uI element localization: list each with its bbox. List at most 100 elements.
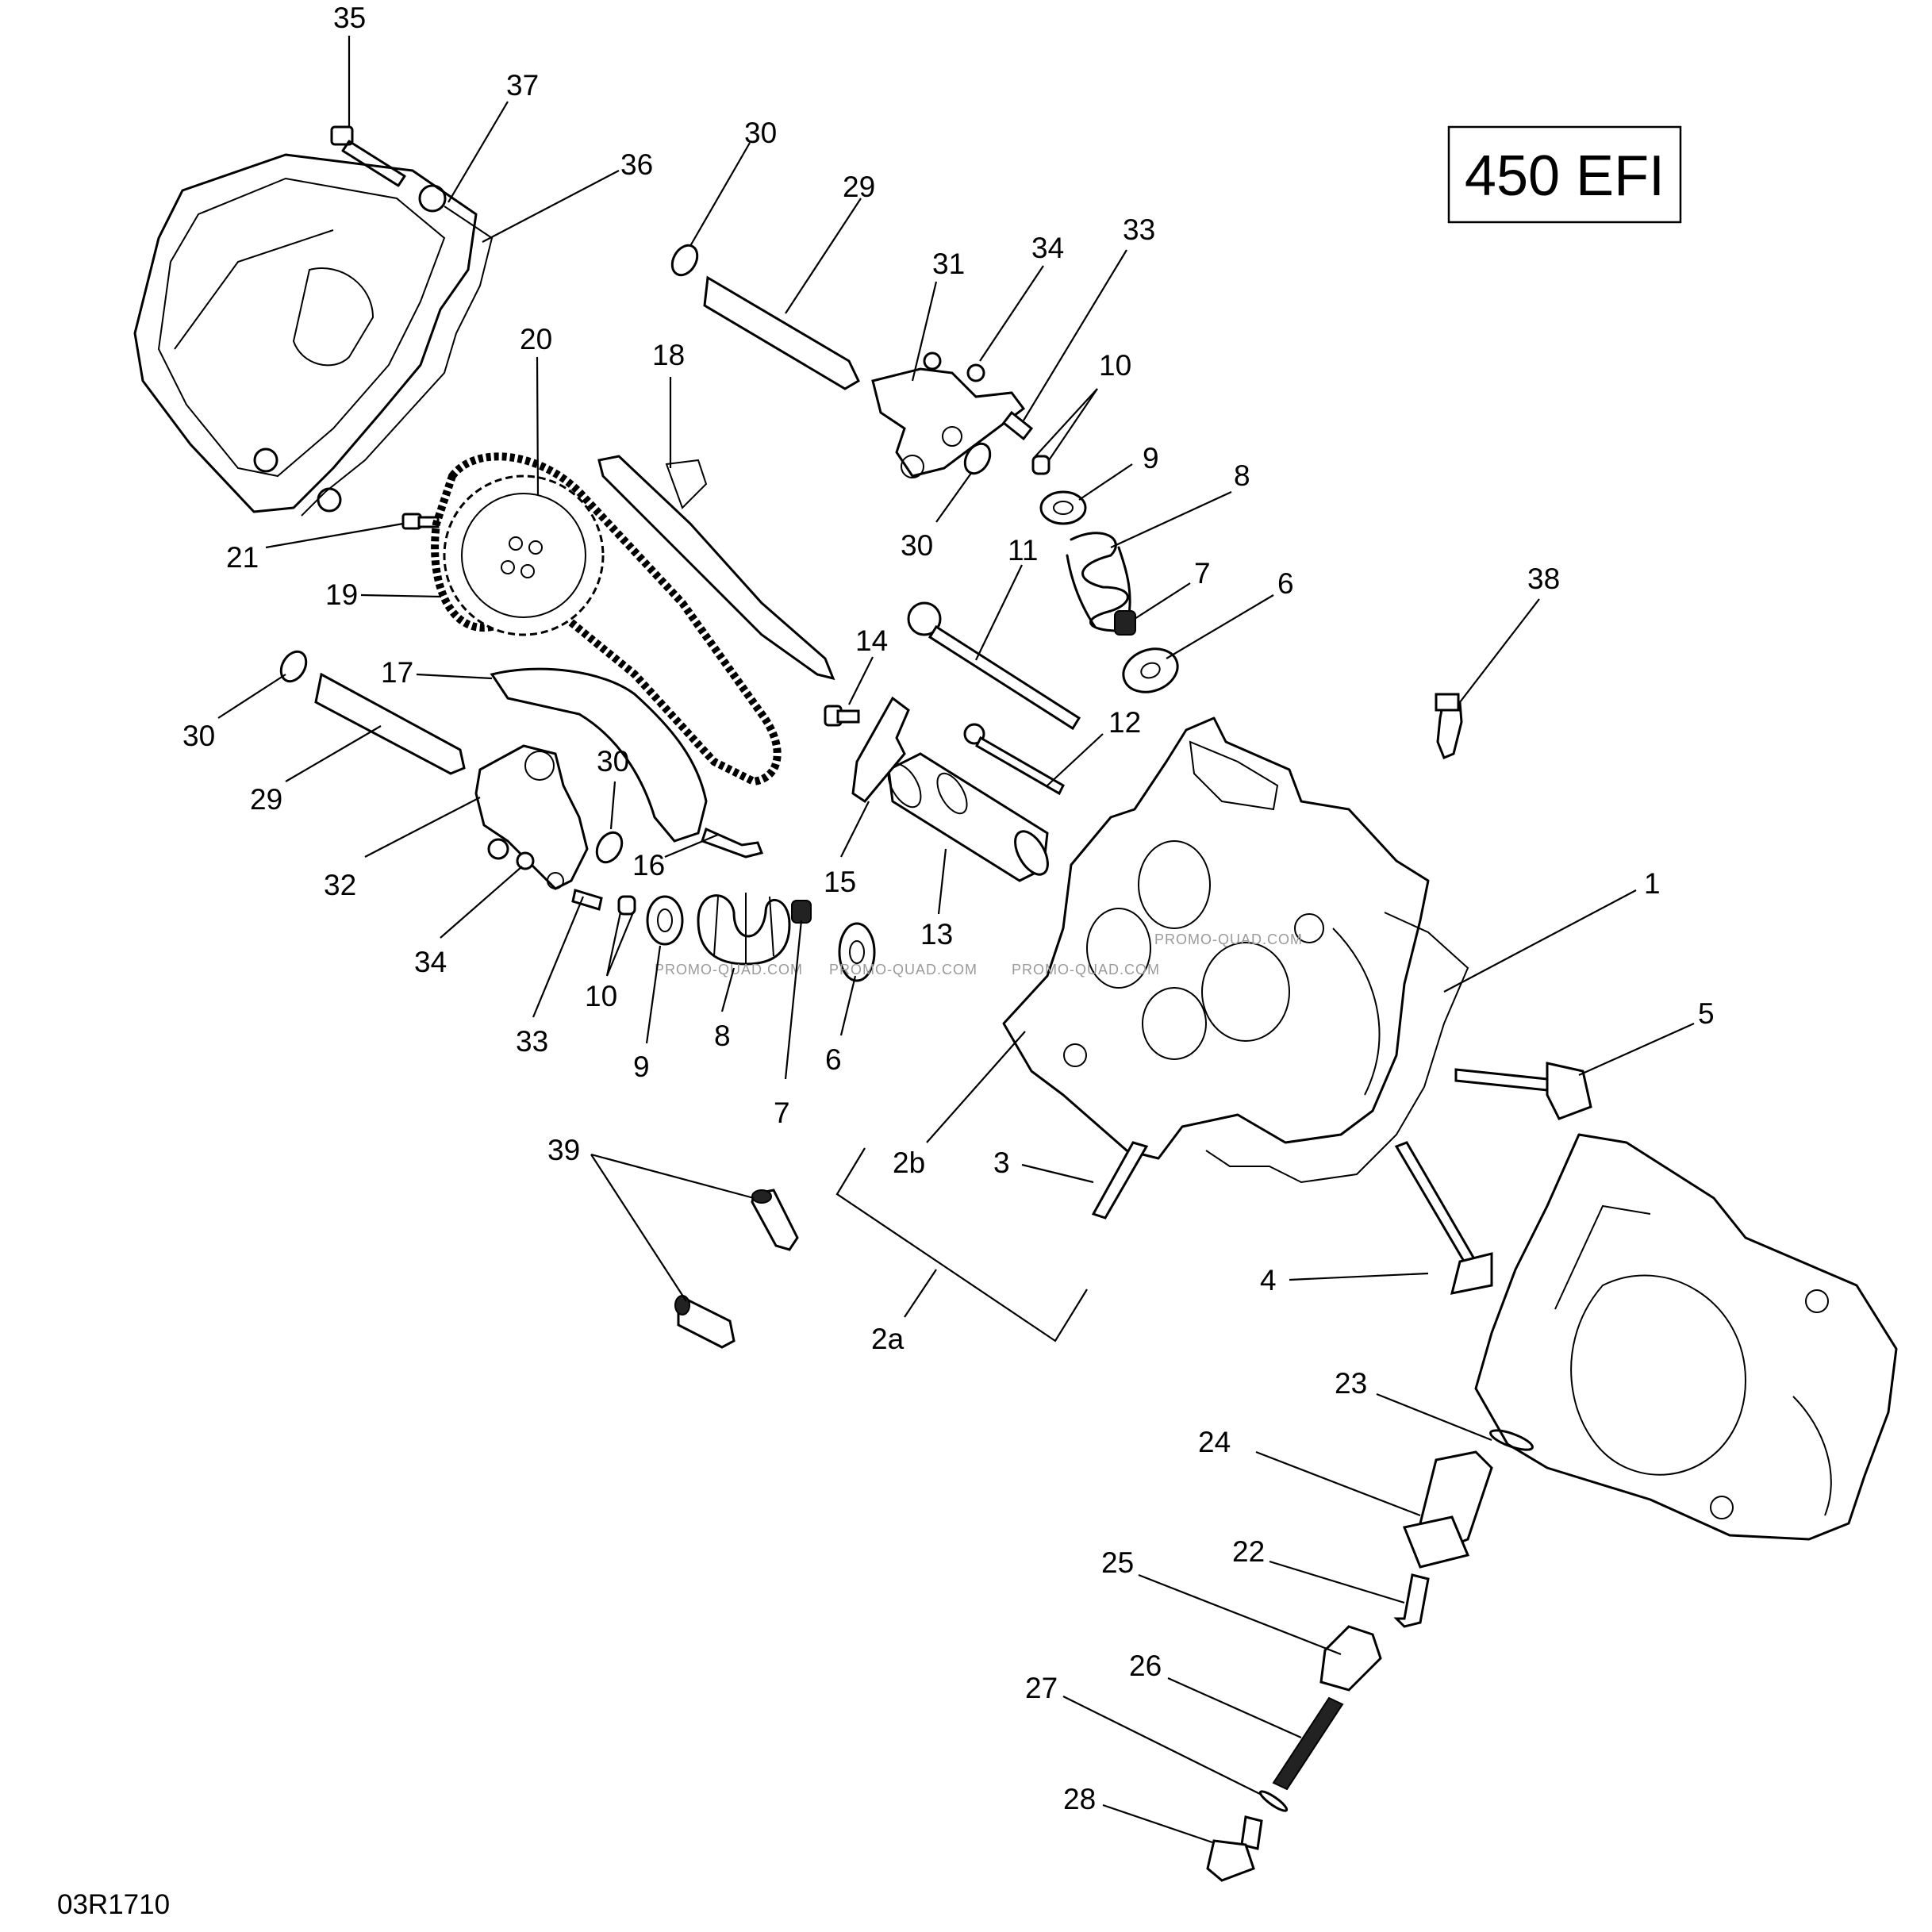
callout-22: 22 (1232, 1535, 1265, 1568)
cover-bolt (330, 125, 406, 187)
callout-8-lower: 8 (714, 1020, 731, 1052)
callout-7-upper: 7 (1194, 557, 1211, 590)
timing-chain (431, 452, 782, 786)
cylinder-head (1002, 716, 1430, 1160)
tensioner-cap-bolt (1206, 1815, 1263, 1882)
callout-20: 20 (520, 323, 552, 355)
valve-spring-lower (697, 893, 791, 966)
callout-17: 17 (381, 656, 413, 689)
tensioner-plunger (1319, 1625, 1382, 1692)
shaft-oring-d (595, 831, 624, 864)
watermark-text-b: PROMO-QUAD.COM (829, 962, 978, 978)
callout-5: 5 (1698, 997, 1715, 1030)
callout-4: 4 (1260, 1264, 1277, 1296)
callout-18: 18 (652, 339, 685, 371)
model-badge: 450 EFI (1447, 125, 1682, 224)
rocker-arm-lower (474, 744, 589, 890)
dowel-pin (1091, 1141, 1149, 1220)
callout-37: 37 (506, 69, 539, 102)
callout-39: 39 (547, 1134, 580, 1166)
callout-12: 12 (1108, 706, 1141, 739)
adjuster-screw-lower (571, 889, 603, 911)
cylinder-head-bolt (963, 723, 1065, 796)
callout-6-lower: 6 (825, 1043, 842, 1076)
callout-8-upper: 8 (1234, 459, 1250, 492)
cylinder (1474, 1133, 1898, 1541)
callout-6-upper: 6 (1277, 567, 1294, 600)
model-badge-text: 450 EFI (1465, 144, 1665, 208)
callout-30-d: 30 (597, 745, 629, 778)
rocker-arm-upper (871, 351, 1026, 478)
callout-32: 32 (324, 869, 356, 901)
shaft-oring-c (279, 650, 308, 683)
callout-labels: 1 2a 2b 3 4 5 6 6 7 7 8 8 9 9 10 10 11 1… (182, 2, 1715, 1815)
callout-7-lower: 7 (774, 1097, 790, 1129)
valve-guide-upper (751, 1189, 799, 1251)
callout-21: 21 (226, 541, 259, 574)
callout-14: 14 (855, 624, 888, 657)
callout-9-lower: 9 (633, 1051, 650, 1083)
temperature-sensor (1435, 693, 1463, 759)
callout-11: 11 (1008, 534, 1038, 567)
callout-34-upper: 34 (1031, 232, 1064, 264)
callout-16: 16 (632, 849, 665, 881)
spring-washer-lower (838, 922, 876, 982)
watermark: PROMO-QUAD.COM PROMO-QUAD.COM PROMO-QUAD… (655, 931, 1303, 978)
cam-sprocket (443, 474, 605, 636)
cylinder-head-gasket (1205, 912, 1469, 1184)
valve-keepers-upper (1031, 455, 1051, 475)
tensioner-spring (1272, 1696, 1344, 1791)
callout-26: 26 (1129, 1650, 1162, 1682)
callout-34-lower: 34 (414, 946, 447, 978)
shaft-oring-b (963, 442, 992, 475)
watermark-text-c: PROMO-QUAD.COM (1012, 962, 1160, 978)
callout-9-upper: 9 (1143, 442, 1159, 474)
callout-10-lower: 10 (585, 980, 617, 1012)
callout-15: 15 (824, 866, 856, 898)
tensioner-plug-bolt (1393, 1573, 1430, 1628)
callout-29-lower: 29 (250, 783, 282, 816)
rocker-shaft-upper (703, 275, 860, 390)
watermark-text-d: PROMO-QUAD.COM (1154, 931, 1303, 947)
rocker-shaft-lower (314, 672, 466, 775)
leader-lines (217, 36, 1695, 1844)
callout-2b: 2b (893, 1147, 925, 1179)
chain-tensioner-guide (490, 667, 708, 843)
exhaust-valve (1454, 1062, 1592, 1120)
callout-25: 25 (1101, 1546, 1134, 1579)
valve-stem-seal-lower (791, 900, 812, 924)
callout-27: 27 (1025, 1672, 1058, 1704)
spring-retainer-lower (646, 895, 684, 946)
adjuster-screw-upper (1001, 410, 1034, 441)
watermark-text-a: PROMO-QUAD.COM (655, 962, 803, 978)
callout-3: 3 (993, 1147, 1010, 1179)
callout-13: 13 (920, 918, 953, 951)
shaft-oring-a (670, 244, 699, 277)
camshaft (887, 752, 1049, 882)
callout-33-lower: 33 (516, 1025, 548, 1058)
callout-24: 24 (1198, 1426, 1231, 1458)
callout-33-upper: 33 (1123, 213, 1155, 246)
valve-guide-lower (674, 1295, 736, 1349)
callout-10-upper: 10 (1099, 349, 1131, 382)
callout-28: 28 (1063, 1783, 1096, 1815)
tensioner-oring (1489, 1429, 1534, 1451)
callout-30-c: 30 (182, 720, 215, 752)
drawing-code: 03R1710 (57, 1889, 170, 1920)
guide-bolt (824, 705, 860, 727)
sprocket-bolt (401, 513, 440, 530)
callout-23: 23 (1335, 1367, 1367, 1400)
callout-30-a: 30 (744, 117, 777, 149)
dowel-pin-guide (701, 827, 764, 858)
group-bracket (835, 1147, 1088, 1342)
cylinder-head-long-bolt (907, 601, 1081, 731)
callout-30-b: 30 (901, 529, 933, 562)
callout-38: 38 (1527, 563, 1560, 595)
valve-cover-gasket (301, 205, 494, 517)
callout-19: 19 (325, 578, 358, 611)
spring-washer-upper (1122, 647, 1179, 693)
callout-29-upper: 29 (843, 171, 875, 203)
chain-tensioner-housing (1402, 1450, 1493, 1569)
valve-stem-seal-upper (1114, 610, 1136, 636)
